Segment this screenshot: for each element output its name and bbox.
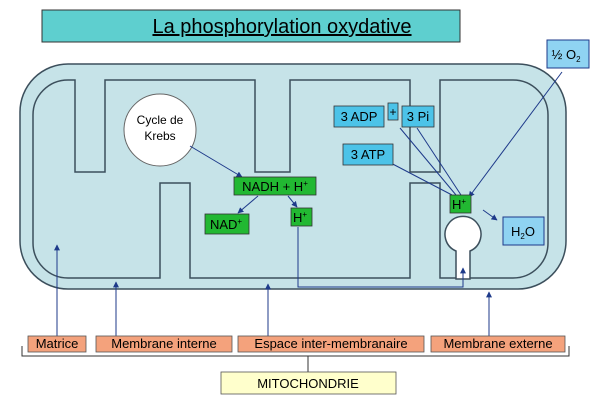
oxygen-box [546, 39, 590, 69]
arrow-nadh-to-h [287, 195, 298, 208]
arrow-o2-to-h [468, 71, 563, 198]
intermembrane-space-label: Espace inter-membranaire [254, 336, 407, 351]
title-box [41, 9, 461, 43]
krebs-cycle-circle [123, 93, 197, 167]
bottom-brace [21, 346, 570, 357]
atp-synthase [444, 215, 482, 280]
outer-membrane-label-box [430, 335, 566, 353]
page-title: La phosphorylation oxydative [152, 16, 411, 38]
nad-box [204, 213, 250, 235]
arrow-pi-to-h [416, 127, 462, 196]
arrow-h-to-water [482, 209, 498, 221]
water-box [502, 216, 545, 246]
atp-label: 3 ATP [351, 147, 385, 162]
krebs-line-1: Cycle de [137, 113, 184, 127]
inner-membrane-label-box [95, 335, 233, 353]
arrow-adp-to-h [399, 127, 457, 196]
matrix-label: Matrice [36, 336, 79, 351]
adp-box [333, 105, 385, 128]
adp-label: 3 ADP [341, 109, 378, 124]
inner-membrane-label: Membrane interne [111, 336, 217, 351]
outer-membrane-label: Membrane externe [443, 336, 552, 351]
proton-label-left: H+ [293, 210, 307, 225]
mitochondrie-label-box [220, 371, 397, 395]
arrow-nadh-to-nad [237, 195, 259, 214]
proton-box-left [290, 207, 313, 227]
proton-label-right: H+ [452, 197, 466, 212]
plus-box [387, 102, 399, 121]
pi-label: 3 Pi [407, 109, 430, 124]
nadh-label: NADH + H+ [242, 179, 308, 194]
arrow-h-to-atp [384, 159, 453, 196]
arrow-krebs-to-nadh [189, 145, 243, 178]
plus-label: + [389, 105, 396, 119]
reaction-arrows [54, 71, 563, 340]
atp-box [342, 143, 394, 166]
proton-box-right [449, 194, 472, 214]
pi-box [401, 105, 435, 128]
krebs-line-2: Krebs [144, 129, 175, 143]
arrow-h-transport [297, 227, 466, 288]
oxygen-label: ½ O2 [551, 47, 581, 64]
intermembrane-space-label-box [237, 335, 425, 353]
mitochondrie-label: MITOCHONDRIE [257, 376, 359, 391]
matrix-label-box [27, 335, 87, 353]
nad-label: NAD+ [210, 217, 242, 232]
water-label: H2O [511, 224, 535, 241]
nadh-box [233, 176, 317, 196]
